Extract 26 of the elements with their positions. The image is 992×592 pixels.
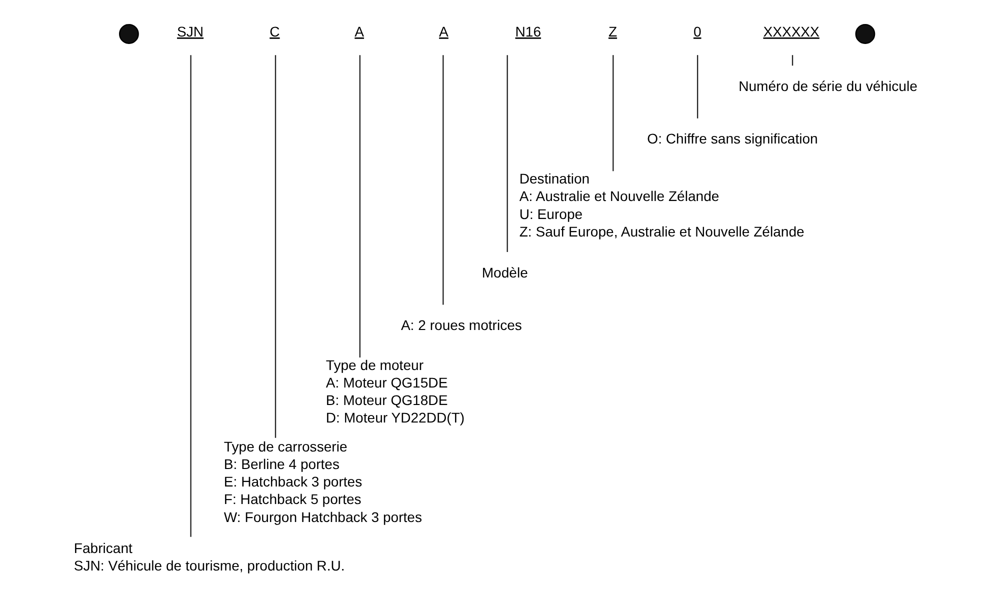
node-text: 0 <box>692 23 701 40</box>
node-text: N16 <box>514 23 541 40</box>
node-text: C <box>269 23 280 40</box>
node-text: Fabricant SJN: Véhicule de tourisme, production R.U. <box>73 540 344 574</box>
connector <box>274 55 276 438</box>
node-text: Modèle <box>481 264 528 280</box>
node-text: Type de moteur A: Moteur QG15DE B: Moteur QG18DE D: Moteur YD22DD(T) <box>325 356 464 426</box>
node-text: Z <box>608 23 617 40</box>
connector <box>696 55 698 118</box>
node-circle <box>854 24 875 44</box>
node-text: XXXXXX <box>762 23 819 40</box>
node-text: Type de carrosserie B: Berline 4 portes E: Hatchback 3 portes F: Hatchback 5 portes W: Fourgon Hatchback 3 portes <box>223 438 422 525</box>
node-text: Destination A: Australie et Nouvelle Zélande U: Europe Z: Sauf Europe, Australie et Nouvelle Zélande <box>518 170 804 240</box>
node-text: A: 2 roues motrices <box>400 317 522 334</box>
node-text: O: Chiffre sans signification <box>646 130 818 147</box>
connector <box>190 55 191 537</box>
connector <box>358 55 360 358</box>
node-circle <box>118 24 138 44</box>
connector <box>612 55 614 172</box>
connector <box>791 55 793 66</box>
node-text: A <box>354 23 364 40</box>
node-text: Numéro de série du véhicule <box>738 78 917 94</box>
connector <box>442 55 444 305</box>
node-text: SJN <box>176 23 204 40</box>
node-text: A <box>438 23 448 40</box>
connector <box>506 55 508 252</box>
